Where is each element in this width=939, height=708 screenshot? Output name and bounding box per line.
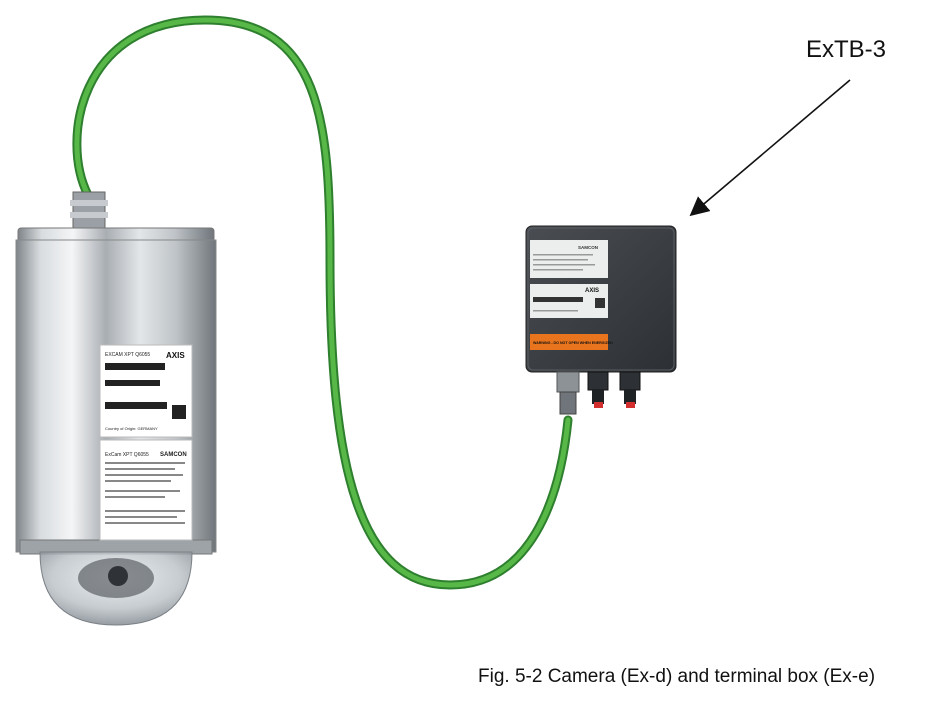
camera-housing: EXCAM XPT Q6055 AXIS Country of Origin: … [15,191,217,626]
callout-label: ExTB-3 [806,36,887,63]
camera-country-text: Country of Origin: GERMANY [105,426,158,431]
figure-caption: Fig. 5-2 Camera (Ex-d) and terminal box … [478,666,876,687]
terminal-box: SAMCON AXIS WARNING - DO NOT OPEN WHEN E… [525,225,677,415]
camera-lens-icon [78,558,154,598]
camera-samcon-text: SAMCON [160,452,187,458]
terminal-box-samcon-text: SAMCON [578,245,598,250]
camera-brand-text: AXIS [166,351,185,360]
terminal-box-label-mid: AXIS [530,284,608,318]
cable-gland-icon [556,371,641,415]
callout-arrow [689,79,851,217]
warning-text: WARNING - DO NOT OPEN WHEN ENERGIZED [533,341,613,345]
camera-label-bottom: ExCam XPT Q6055 SAMCON [99,439,193,541]
camera-model-text: EXCAM XPT Q6055 [105,352,150,358]
camera-model2-text: ExCam XPT Q6055 [105,452,149,458]
qr-code-icon [595,298,605,308]
terminal-box-axis-text: AXIS [585,288,599,294]
barcode [533,297,583,302]
terminal-box-label-top: SAMCON [530,240,608,278]
barcode [105,363,167,409]
green-cable [72,15,573,590]
qr-code-icon [172,405,186,419]
camera-label-top: EXCAM XPT Q6055 AXIS Country of Origin: … [99,344,193,438]
warning-label: WARNING - DO NOT OPEN WHEN ENERGIZED [530,334,613,350]
